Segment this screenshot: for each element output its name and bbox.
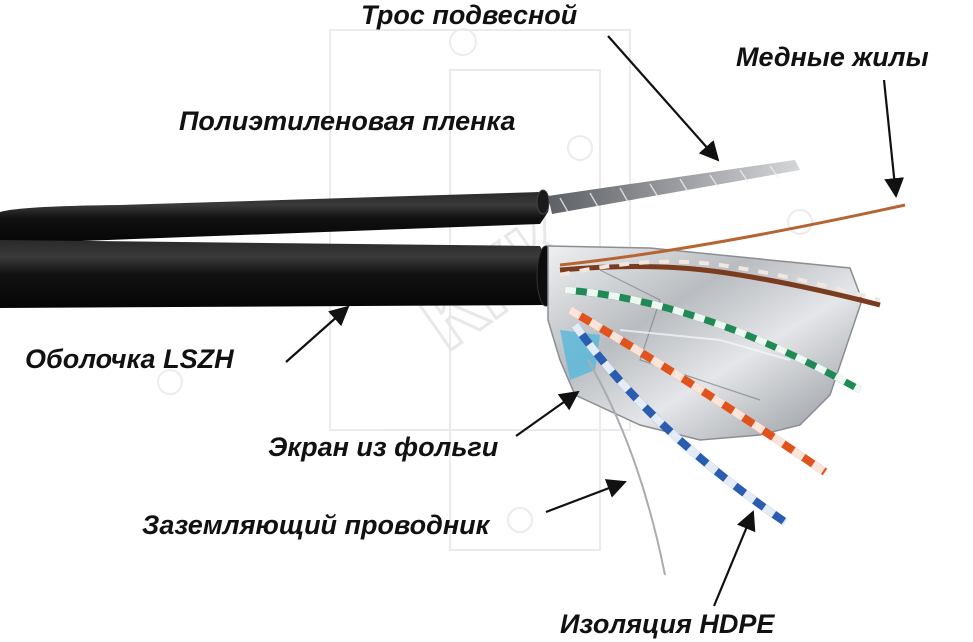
sheath-end <box>536 189 550 215</box>
label-messenger: Трос подвесной <box>361 0 578 30</box>
pe-film-sheath <box>0 192 549 244</box>
arrow-insulation <box>712 510 756 607</box>
label-copper: Медные жилы <box>736 42 929 72</box>
label-insulation: Изоляция HDPE <box>560 609 775 639</box>
drain-wire <box>587 359 666 576</box>
arrow-jacket <box>285 305 350 363</box>
label-foil: Экран из фольги <box>268 432 499 462</box>
main-cable <box>0 203 906 576</box>
lszh-jacket <box>0 240 551 308</box>
copper-wire <box>559 203 906 267</box>
arrow-foil <box>515 390 580 437</box>
messenger-section <box>0 160 800 244</box>
label-jacket: Оболочка LSZH <box>25 344 234 374</box>
pair-brown <box>559 263 881 308</box>
arrow-copper <box>882 79 905 198</box>
arrow-drain <box>545 479 627 514</box>
arrow-messenger <box>607 35 720 162</box>
leader-lines <box>285 35 905 607</box>
messenger-wire <box>548 160 800 214</box>
label-pe-film: Полиэтиленовая пленка <box>179 106 516 136</box>
label-drain: Заземляющий проводник <box>142 510 490 540</box>
